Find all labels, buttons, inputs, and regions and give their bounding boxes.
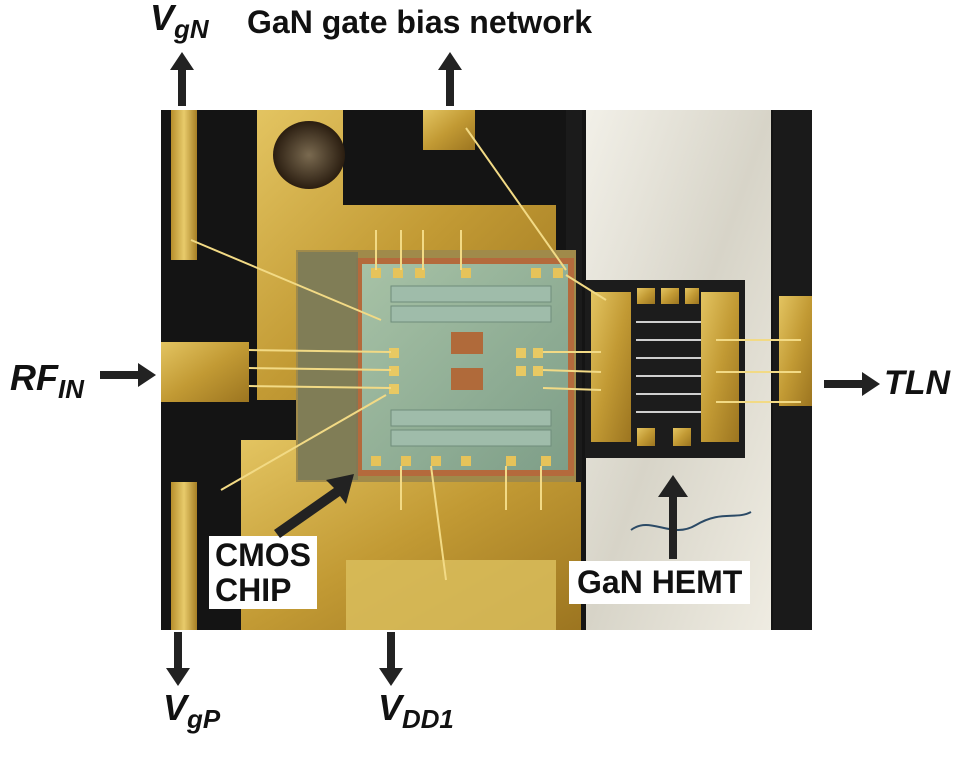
rf-in-label: RFIN: [10, 357, 84, 404]
tln-right-arrow-icon: [824, 372, 880, 396]
module-photo-drawing: [161, 110, 812, 630]
rf-in-main: RF: [10, 357, 58, 398]
tln-label: TLN: [884, 364, 951, 402]
vgn-sub: gN: [174, 16, 209, 45]
vgp-down-arrow-icon: [166, 632, 190, 686]
cmos-label-line2: CHIP: [215, 571, 292, 608]
vdd1-sub: DD1: [402, 706, 454, 735]
vgn-label: VgN: [150, 0, 209, 43]
bias-network-label: GaN gate bias network: [247, 4, 592, 40]
cmos-chip-label: CMOS CHIP: [209, 536, 317, 610]
vgp-label: VgP: [163, 687, 220, 734]
vdd1-main: V: [378, 687, 403, 728]
gan-hemt-label: GaN HEMT: [569, 561, 751, 604]
gan-hemt-up-arrow-icon: [658, 475, 688, 559]
vgp-sub: gP: [187, 706, 221, 735]
rf-in-right-arrow-icon: [100, 363, 156, 387]
cmos-label-line1: CMOS: [215, 537, 311, 573]
vgp-main: V: [163, 687, 188, 728]
vgn-main: V: [150, 0, 175, 38]
vdd1-down-arrow-icon: [379, 632, 403, 686]
vdd1-label: VDD1: [378, 687, 454, 734]
vgn-up-arrow-icon: [170, 52, 194, 106]
bias-up-arrow-icon: [438, 52, 462, 106]
cmos-pointer-arrow-icon: [274, 474, 354, 538]
rf-in-sub: IN: [58, 376, 84, 405]
module-photo: [161, 110, 812, 630]
